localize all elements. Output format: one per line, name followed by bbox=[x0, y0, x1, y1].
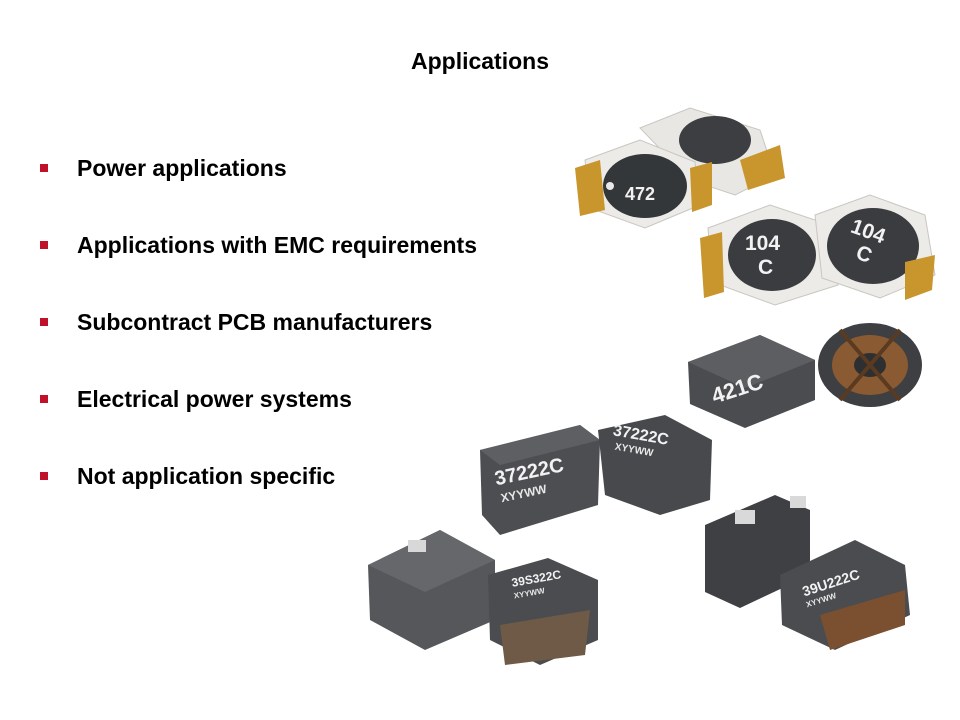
bullet-item: Applications with EMC requirements bbox=[40, 232, 477, 309]
marking-text: 104 bbox=[745, 232, 780, 255]
bullet-text: Not application specific bbox=[77, 463, 336, 489]
bullet-square-icon bbox=[40, 164, 48, 172]
bullet-square-icon bbox=[40, 472, 48, 480]
marking-text: 472 bbox=[625, 184, 655, 204]
inductor-39u222c-pair: 39U222C XYYWW bbox=[705, 495, 910, 650]
bullet-text: Applications with EMC requirements bbox=[77, 232, 477, 258]
bullet-square-icon bbox=[40, 318, 48, 326]
bullet-item: Electrical power systems bbox=[40, 386, 477, 463]
marking-text: C bbox=[853, 241, 875, 268]
bullet-text: Power applications bbox=[77, 155, 287, 181]
bullet-list: Power applications Applications with EMC… bbox=[40, 155, 477, 540]
bullet-square-icon bbox=[40, 395, 48, 403]
bullet-item: Not application specific bbox=[40, 463, 477, 540]
inductor-421c: 421C bbox=[688, 323, 922, 428]
marking-text: C bbox=[758, 256, 773, 279]
slide-title: Applications bbox=[410, 48, 549, 74]
bullet-text: Subcontract PCB manufacturers bbox=[77, 309, 433, 335]
bullet-item: Power applications bbox=[40, 155, 477, 232]
inductor-104c-pair: 104 C 104 C bbox=[700, 194, 936, 306]
inductor-37222c-pair: 37222C XYYWW 37222C XYYWW bbox=[480, 415, 712, 535]
bullet-item: Subcontract PCB manufacturers bbox=[40, 309, 477, 386]
bullet-text: Electrical power systems bbox=[77, 386, 352, 412]
inductor-39s322c-pair: 39S322C XYYWW bbox=[368, 530, 598, 665]
inductor-472: 472 bbox=[575, 107, 785, 229]
bullet-square-icon bbox=[40, 241, 48, 249]
